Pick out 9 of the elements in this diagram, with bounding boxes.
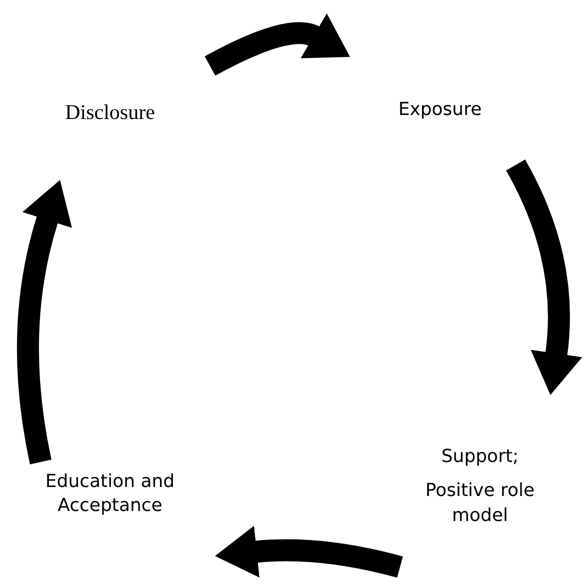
node-label: Disclosure (65, 99, 155, 126)
curved-arrow (214, 526, 403, 578)
node-label: Positive role model (424, 479, 536, 528)
curved-arrow (506, 160, 582, 396)
curved-arrow (17, 180, 72, 464)
node-label: Support; (441, 445, 519, 469)
node-label: Education and Acceptance (44, 470, 176, 518)
node-label: Exposure (398, 98, 482, 122)
curved-arrow (204, 12, 352, 76)
